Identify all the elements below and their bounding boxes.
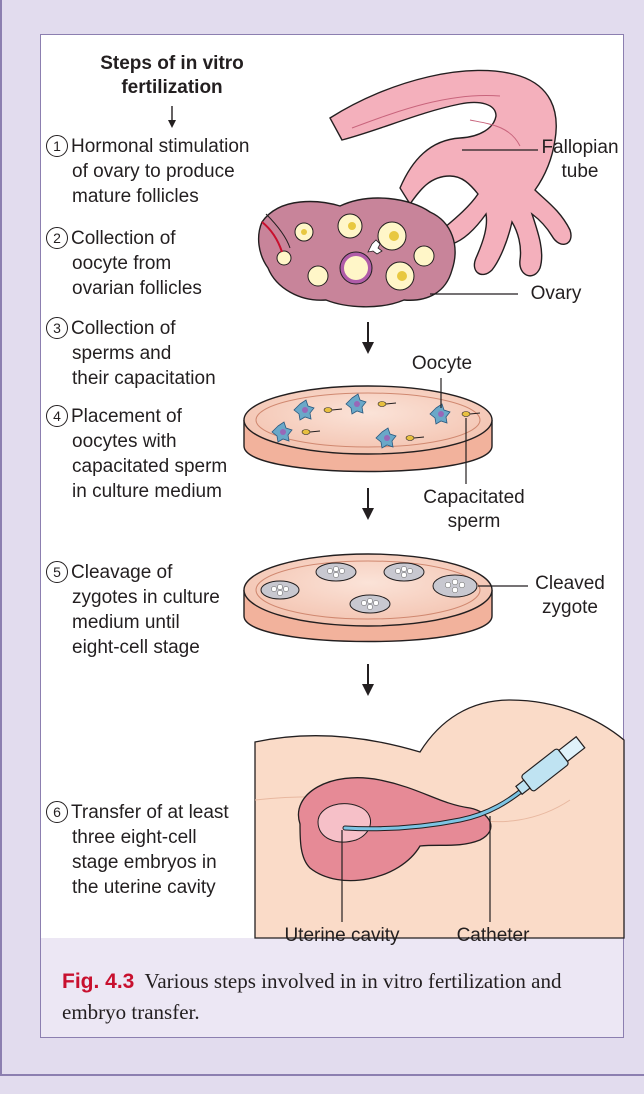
step-number: 3 bbox=[46, 317, 68, 339]
step-number: 5 bbox=[46, 561, 68, 583]
label-fallopian-tube: Fallopian tube bbox=[540, 136, 620, 184]
step-number: 1 bbox=[46, 135, 68, 157]
label-ovary: Ovary bbox=[524, 282, 588, 306]
figure-number: Fig. 4.3 bbox=[62, 970, 134, 993]
label-catheter: Catheter bbox=[448, 924, 538, 948]
uterus-illustration bbox=[255, 700, 624, 938]
label-oocyte: Oocyte bbox=[404, 352, 480, 376]
step-number: 6 bbox=[46, 801, 68, 823]
label-capacitated-sperm: Capacitated sperm bbox=[414, 486, 534, 534]
flow-arrow-3 bbox=[362, 664, 374, 696]
step-number: 4 bbox=[46, 405, 68, 427]
flow-arrow-2 bbox=[362, 488, 374, 520]
title-line-1: Steps of in vitro bbox=[62, 52, 282, 76]
title-arrow bbox=[168, 106, 176, 128]
title-line-2: fertilization bbox=[62, 76, 282, 100]
flow-arrow-1 bbox=[362, 322, 374, 354]
ovary bbox=[259, 198, 455, 307]
label-cleaved-zygote: Cleaved zygote bbox=[530, 572, 610, 620]
step-number: 2 bbox=[46, 227, 68, 249]
caption-text: Various steps involved in in vitro ferti… bbox=[62, 969, 562, 1024]
diagram-title: Steps of in vitro fertilization bbox=[62, 52, 282, 100]
figure-caption: Fig. 4.3 Various steps involved in in vi… bbox=[62, 966, 612, 1027]
label-uterine-cavity: Uterine cavity bbox=[274, 924, 410, 948]
